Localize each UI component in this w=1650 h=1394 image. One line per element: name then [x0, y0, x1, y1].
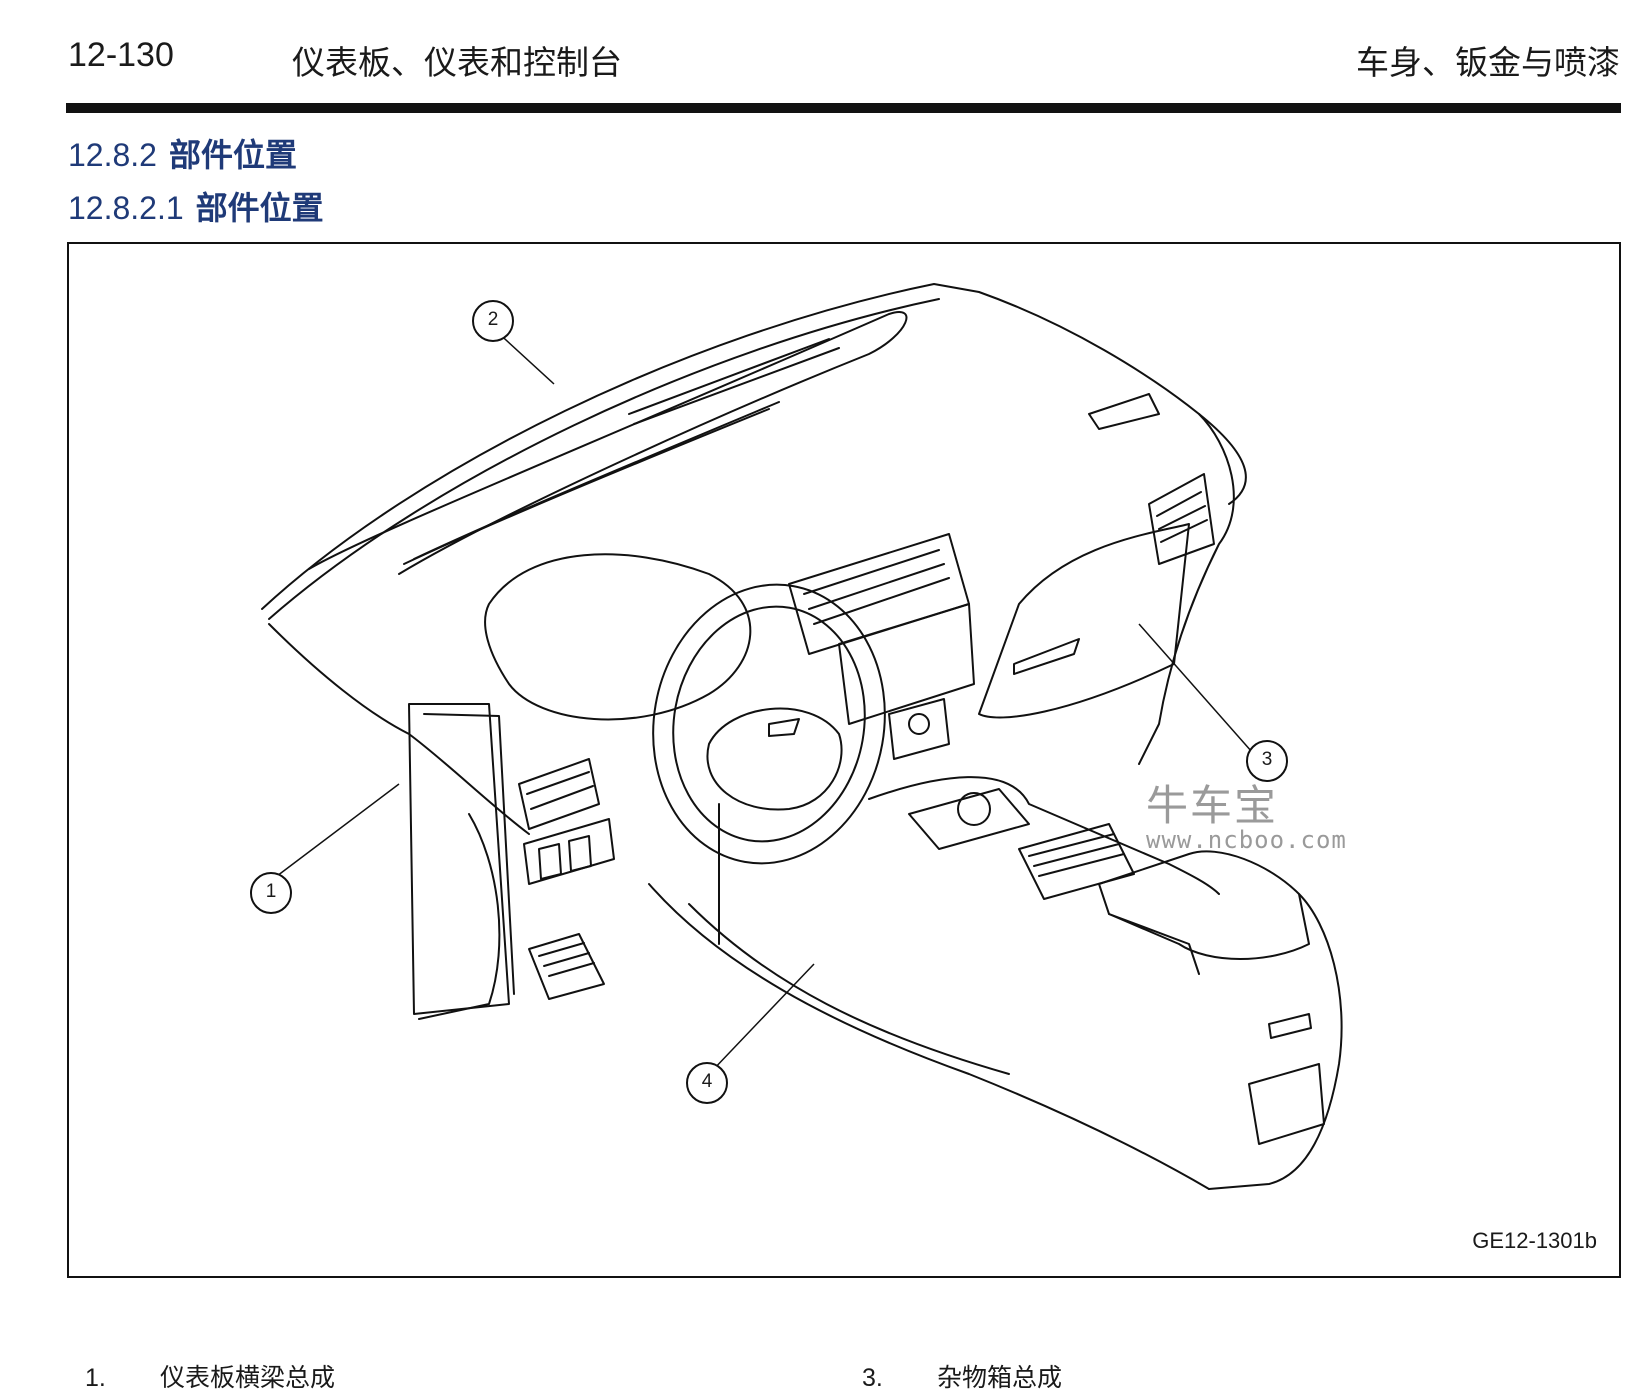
dashboard-line-drawing — [261, 283, 1343, 1190]
watermark-url: www.ncboo.com — [1146, 826, 1347, 854]
chapter-title: 仪表板、仪表和控制台 — [292, 43, 622, 82]
callout-2: 2 — [472, 300, 514, 342]
legend-label: 杂物箱总成 — [937, 1363, 1063, 1392]
callout-3: 3 — [1246, 740, 1288, 782]
callout-1: 1 — [250, 872, 292, 914]
callout-4: 4 — [686, 1062, 728, 1104]
subsection-number: 12.8.2.1 — [68, 190, 184, 226]
legend-label: 仪表板横梁总成 — [160, 1363, 336, 1392]
section-heading: 12.8.2 部件位置 — [68, 130, 297, 176]
header-rule — [66, 103, 1621, 113]
section-number: 12.8.2 — [68, 137, 157, 173]
dashboard-illustration: 2 1 3 4 GE12-1301b — [67, 242, 1621, 1278]
legend-item: 1. 仪表板横梁总成 — [85, 1358, 335, 1394]
page-number: 12-130 — [68, 36, 174, 74]
section-heading-text: 部件位置 — [168, 136, 297, 174]
legend-number: 3. — [862, 1364, 883, 1392]
legend-number: 1. — [85, 1364, 106, 1392]
section-title: 车身、钣金与喷漆 — [1356, 43, 1620, 82]
legend-item: 3. 杂物箱总成 — [862, 1358, 1062, 1394]
subsection-heading: 12.8.2.1 部件位置 — [68, 183, 324, 229]
subsection-heading-text: 部件位置 — [195, 189, 324, 227]
watermark-text: 牛车宝 — [1146, 781, 1279, 830]
figure-id: GE12-1301b — [1472, 1228, 1597, 1253]
